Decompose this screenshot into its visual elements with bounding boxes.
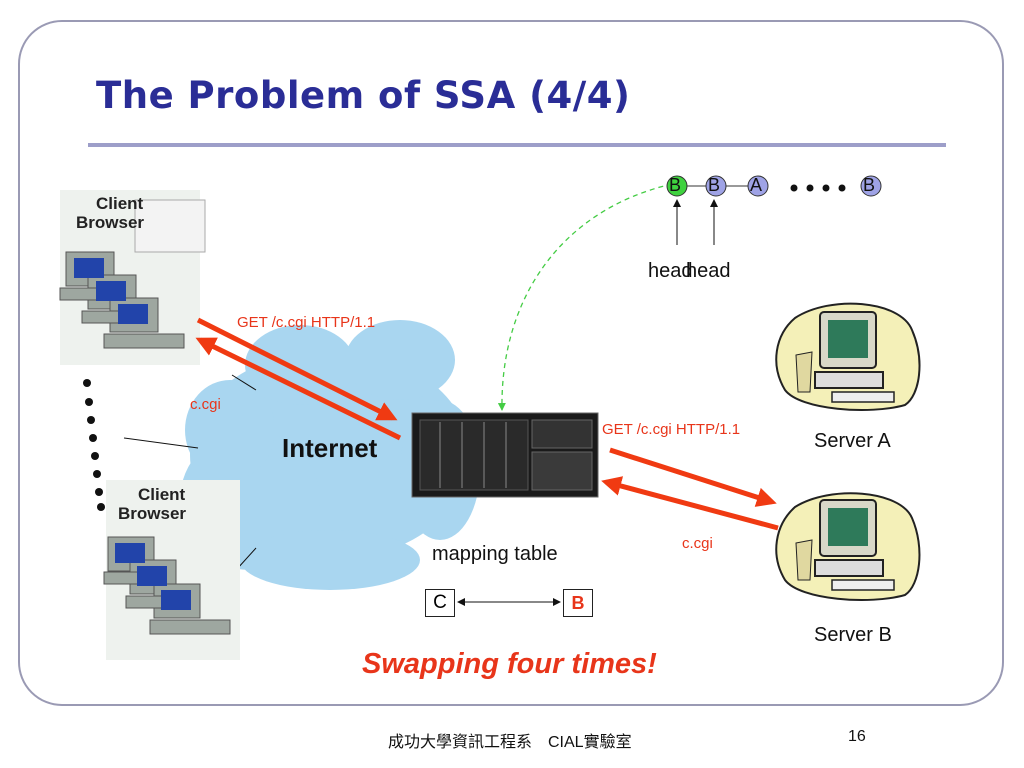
mapping-to-box: B [563, 589, 593, 617]
server-b-computer [775, 492, 921, 601]
server-a-computer [775, 302, 921, 411]
head-label-2: head [686, 260, 731, 282]
client-middle-link [123, 437, 199, 449]
response-label-right: c.cgi [682, 535, 713, 552]
response-arrow-left [195, 337, 402, 441]
footer-organization: 成功大學資訊工程系 CIAL實驗室 [388, 734, 632, 751]
page-number: 16 [848, 728, 866, 745]
client-bottom-label: Client Browser [118, 485, 186, 523]
queue-node-4 [860, 175, 882, 197]
request-label-right: GET /c.cgi HTTP/1.1 [602, 421, 741, 438]
internet-cloud [180, 320, 480, 590]
queue-node-1 [666, 175, 688, 197]
queue-node-2 [705, 175, 727, 197]
server-a-label: Server A [814, 430, 891, 452]
client-top-label: Client Browser [76, 194, 144, 232]
response-label-left: c.cgi [190, 396, 221, 413]
slide-frame [18, 20, 1004, 706]
mapping-from-box: C [425, 589, 455, 617]
swapping-caption: Swapping four times! [362, 648, 657, 680]
client-bottom-label-line2: Browser [118, 504, 187, 523]
queue-ellipsis-dots [790, 184, 846, 192]
client-top-label-line2: Browser [76, 213, 145, 232]
slide-title: The Problem of SSA (4/4) [96, 74, 631, 117]
mapping-table-label: mapping table [432, 543, 558, 565]
queue-list [666, 175, 882, 245]
dispatcher-switch [411, 412, 599, 498]
client-computers-top [59, 190, 206, 365]
request-arrow-right [609, 447, 777, 507]
client-top-label-line1: Client [96, 194, 144, 213]
request-arrow-left [196, 317, 398, 421]
request-label-left: GET /c.cgi HTTP/1.1 [237, 314, 376, 331]
internet-label: Internet [282, 433, 378, 463]
head-label-1: head [648, 260, 693, 282]
queue-node-3-label: A [750, 175, 763, 195]
queue-node-3 [747, 175, 769, 197]
more-clients-dots [83, 379, 105, 511]
client-computers-bottom [103, 480, 240, 660]
queue-node-2-label: B [708, 175, 721, 195]
queue-node-4-label: B [863, 175, 876, 195]
queue-lookup-link [497, 183, 673, 411]
queue-node-1-label: B [669, 175, 682, 195]
client-top-link [231, 374, 257, 391]
response-arrow-right [601, 476, 779, 531]
server-b-label: Server B [814, 624, 892, 646]
title-underline [88, 143, 946, 147]
client-bottom-label-line1: Client [138, 485, 186, 504]
